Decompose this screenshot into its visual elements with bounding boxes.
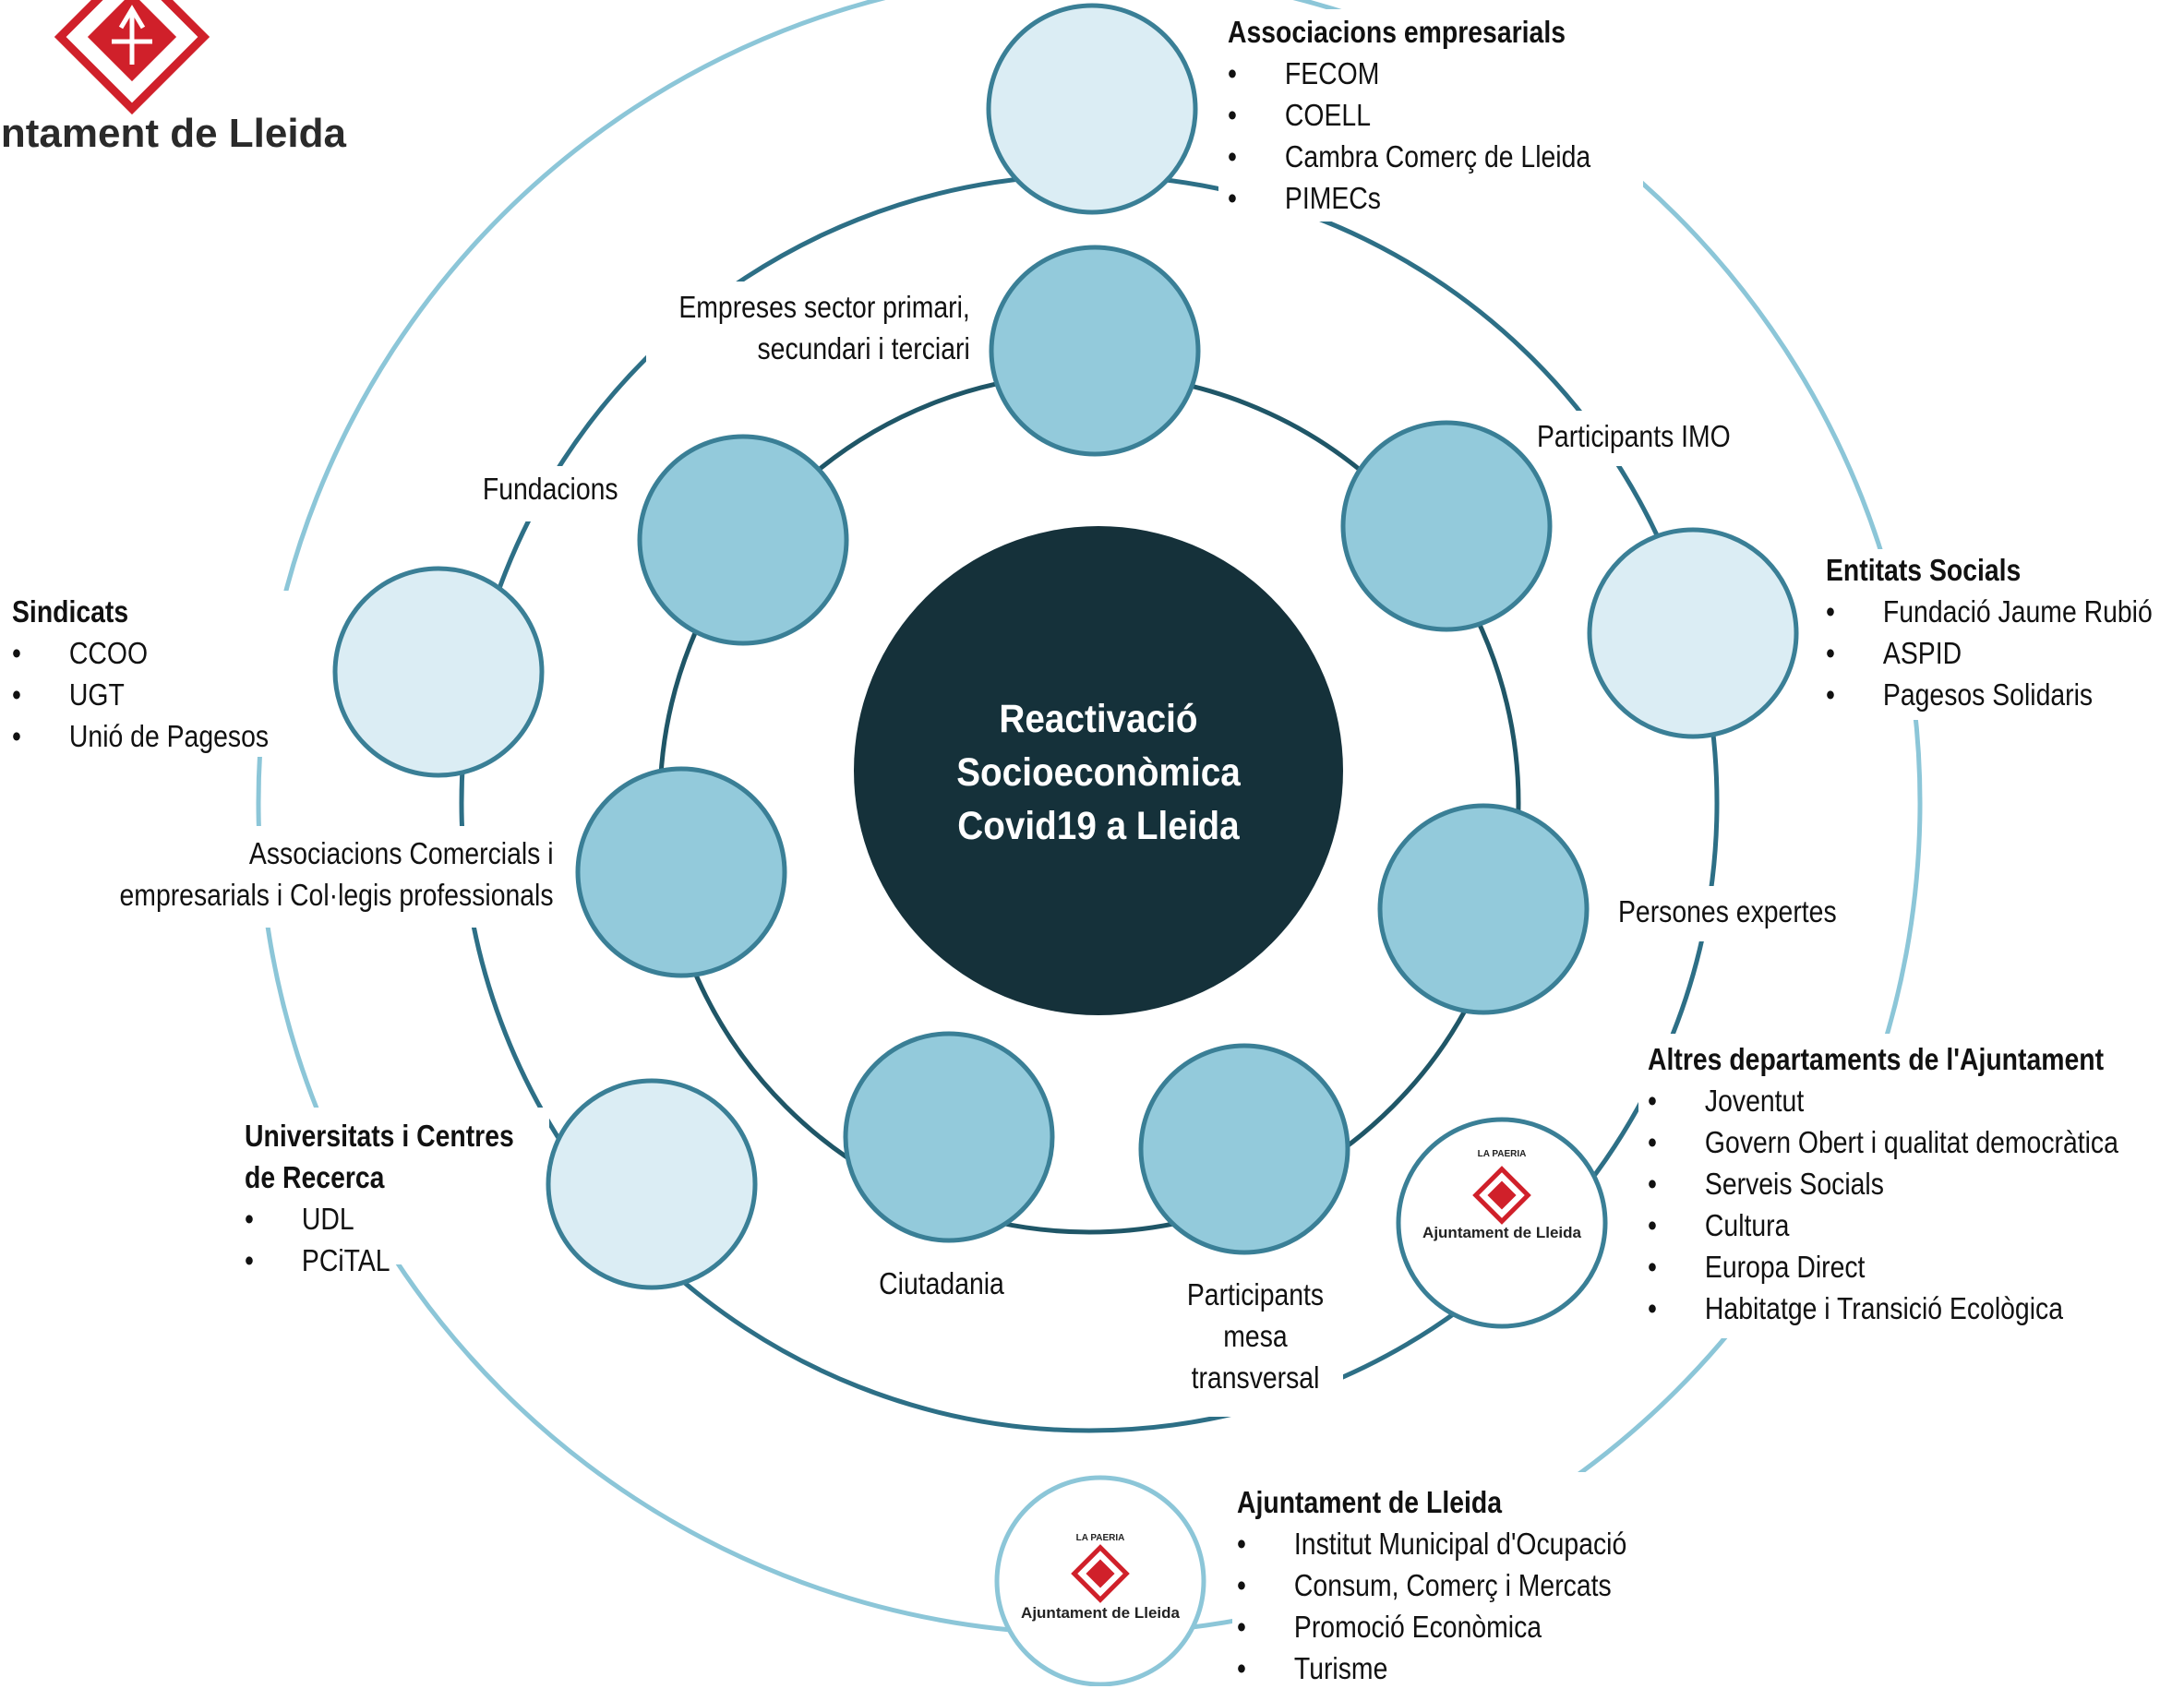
- list-item: •PIMECs: [1228, 181, 1381, 215]
- svg-text:Ajuntament de Lleida: Ajuntament de Lleida: [1422, 1224, 1581, 1241]
- list-item: •Unió de Pagesos: [12, 719, 270, 753]
- label-ciutadania: Ciutadania: [879, 1266, 1004, 1300]
- outer-node-entitats-socials: [1587, 527, 1799, 739]
- inner-node-persones-expertes: [1377, 803, 1590, 1015]
- outer-nodes: [332, 3, 1799, 1686]
- corner-logo-wordmark: Ajuntament de Lleida: [0, 111, 346, 156]
- inner-node-associacions-comercials: [575, 766, 787, 978]
- inner-nodes: [575, 245, 1590, 1255]
- inner-node-imo: [1340, 420, 1553, 632]
- corner-logo: Ajuntament de Lleida: [0, 0, 369, 166]
- svg-text:LA PAERIA: LA PAERIA: [1076, 1533, 1125, 1543]
- list-item: •ASPID: [1826, 636, 1962, 670]
- list-item: •UDL: [245, 1202, 354, 1236]
- list-item: •COELL: [1228, 98, 1371, 132]
- group-title: Altres departaments de l'Ajuntament: [1648, 1042, 2105, 1076]
- list-item: •Joventut: [1648, 1084, 1805, 1118]
- list-item: •Institut Municipal d'Ocupació: [1237, 1527, 1627, 1561]
- list-item: •Turisme: [1237, 1651, 1388, 1685]
- label-participants-imo: Participants IMO: [1537, 419, 1731, 453]
- center-title: Reactivació Socioeconòmica Covid19 a Lle…: [949, 692, 1248, 853]
- label-fundacions: Fundacions: [483, 472, 618, 506]
- corner-logo-mark: [54, 0, 210, 115]
- center-title-line-3: Covid19 a Lleida: [957, 804, 1240, 848]
- list-item: •FECOM: [1228, 56, 1380, 90]
- group-entitats-socials: Entitats Socials •Fundació Jaume Rubió •…: [1826, 549, 2153, 715]
- group-title: Sindicats: [12, 594, 129, 629]
- outer-node-associacions-empresarials: [986, 3, 1198, 215]
- inner-node-fundacions: [637, 434, 849, 646]
- inner-node-mesa-transversal: [1138, 1043, 1350, 1255]
- list-item: •Europa Direct: [1648, 1250, 1866, 1284]
- list-item: •Govern Obert i qualitat democràtica: [1648, 1125, 2118, 1159]
- group-title-line-2: de Recerca: [245, 1160, 385, 1194]
- group-title: Associacions empresarials: [1228, 15, 1566, 49]
- list-item: •Cambra Comerç de Lleida: [1228, 139, 1591, 174]
- svg-text:Ajuntament de Lleida: Ajuntament de Lleida: [1021, 1604, 1180, 1622]
- label-persones-expertes: Persones expertes: [1618, 894, 1837, 928]
- logo-mark-ajuntament: LA PAERIA Ajuntament de Lleida: [1021, 1533, 1180, 1622]
- list-item: •Pagesos Solidaris: [1826, 677, 2094, 712]
- svg-text:LA PAERIA: LA PAERIA: [1478, 1149, 1527, 1159]
- inner-node-empreses: [989, 245, 1201, 457]
- label-mesa-transversal: Participants mesa transversal: [1186, 1277, 1325, 1395]
- list-item: •Promoció Econòmica: [1237, 1610, 1542, 1644]
- list-item: •Consum, Comerç i Mercats: [1237, 1568, 1612, 1602]
- list-item: •Cultura: [1648, 1208, 1790, 1242]
- group-title: Entitats Socials: [1826, 553, 2022, 587]
- center-title-line-2: Socioeconòmica: [956, 750, 1241, 795]
- center-node: [854, 526, 1343, 1015]
- group-title: Ajuntament de Lleida: [1237, 1485, 1502, 1519]
- group-sindicats: Sindicats •CCOO •UGT •Unió de Pagesos: [12, 591, 269, 757]
- list-item: •PCiTAL: [245, 1243, 390, 1277]
- list-item: •CCOO: [12, 636, 149, 670]
- label-associacions-comercials: Associacions Comercials i empresarials i…: [119, 836, 554, 912]
- list-item: •Habitatge i Transició Ecològica: [1648, 1291, 2063, 1325]
- list-item: •Fundació Jaume Rubió: [1826, 594, 2153, 629]
- list-item: •Serveis Socials: [1648, 1167, 1884, 1201]
- logo-mark-altres-departaments: LA PAERIA Ajuntament de Lleida: [1422, 1149, 1581, 1241]
- center-title-line-1: Reactivació: [999, 697, 1198, 741]
- group-ajuntament: Ajuntament de Lleida •Institut Municipal…: [1237, 1481, 1626, 1689]
- group-universitats: Universitats i Centres de Recerca •UDL •…: [245, 1115, 514, 1281]
- group-associacions-empresarials: Associacions empresarials •FECOM •COELL …: [1228, 11, 1590, 219]
- inner-node-ciutadania: [843, 1031, 1055, 1243]
- label-empreses: Empreses sector primari, secundari i ter…: [678, 290, 970, 365]
- outer-node-sindicats: [332, 566, 545, 778]
- group-altres-departaments: Altres departaments de l'Ajuntament •Jov…: [1648, 1038, 2118, 1329]
- outer-node-universitats: [546, 1078, 758, 1290]
- group-title-line-1: Universitats i Centres: [245, 1119, 514, 1153]
- list-item: •UGT: [12, 677, 125, 712]
